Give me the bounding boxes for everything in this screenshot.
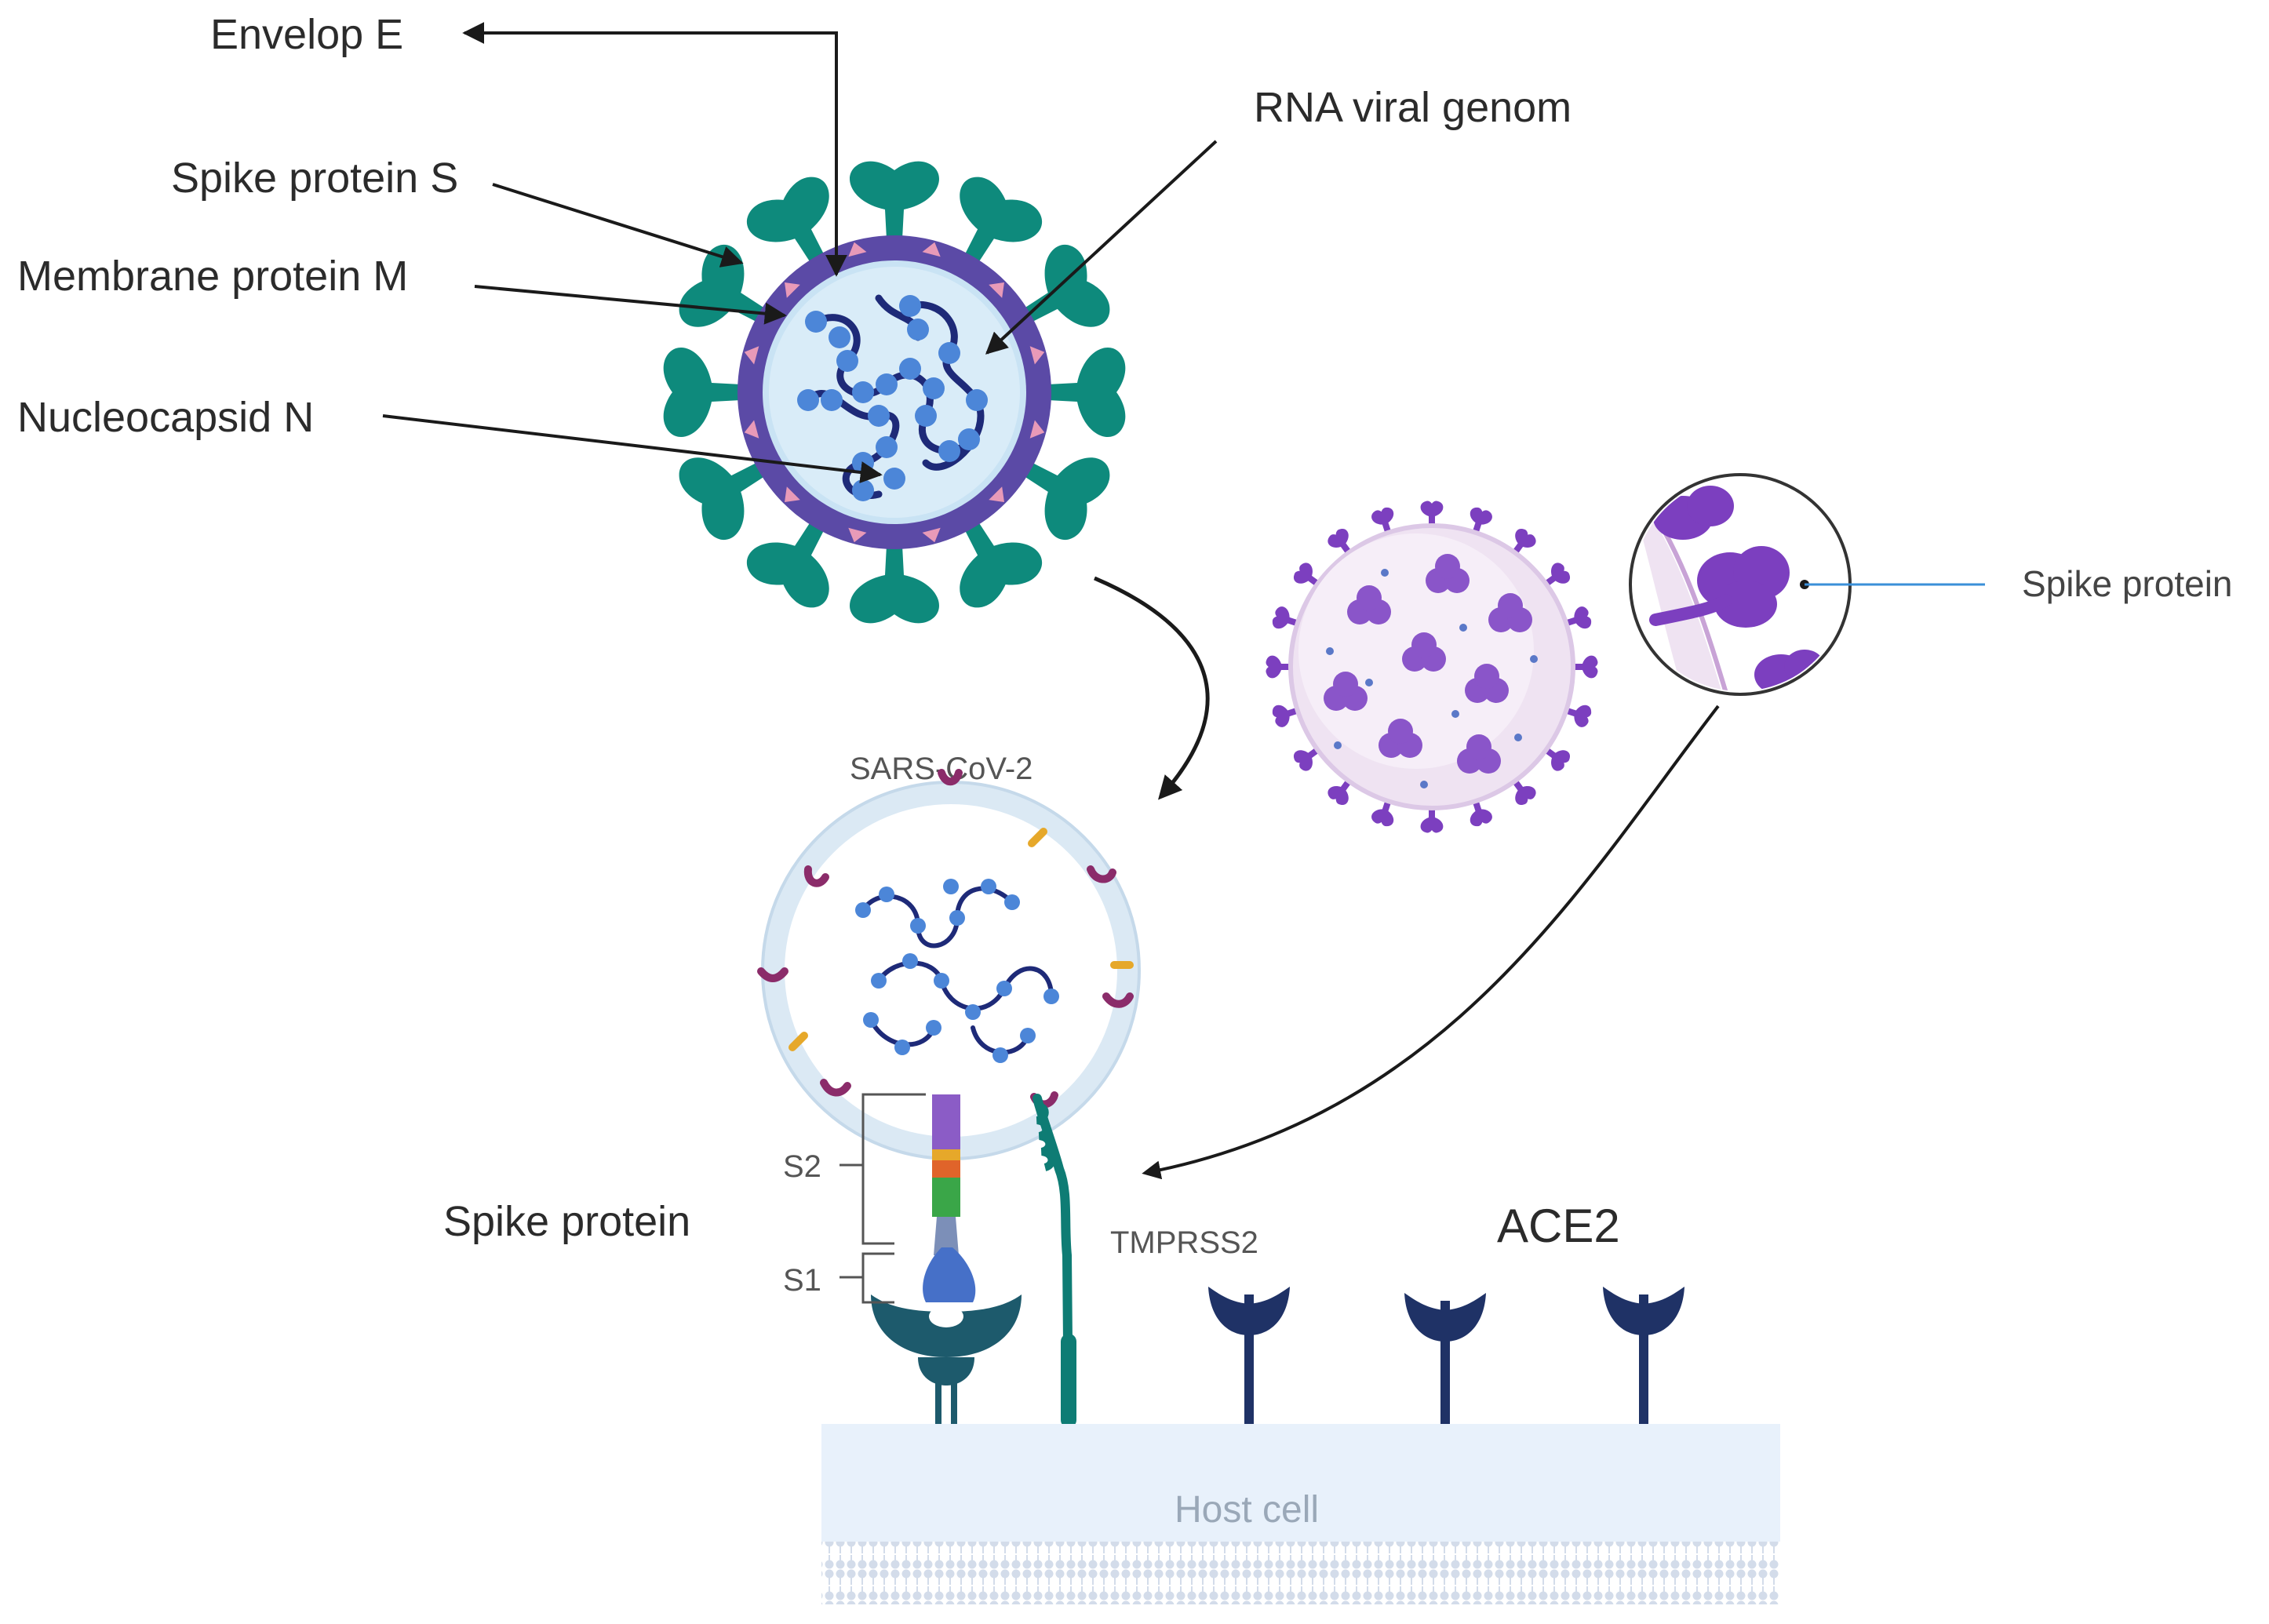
sars-nucleocapsid: [855, 879, 1059, 1063]
spike-zoom-inset: Spike protein: [1629, 473, 2233, 696]
coronavirus-virion: [663, 161, 1126, 624]
spike-protein-structure: [871, 1094, 1022, 1444]
s1-s2-brackets: [839, 1093, 926, 1304]
arrow-zoom-to-host: [1142, 705, 1720, 1180]
label-tmprss2: TMPRSS2: [1110, 1225, 1258, 1260]
label-s1: S1: [783, 1263, 821, 1298]
label-spike-protein-left: Spike protein: [443, 1198, 690, 1245]
nucleocapsid-proteins: [797, 295, 988, 501]
pointer-membrane: [474, 285, 787, 325]
label-envelope: Envelop E: [210, 11, 403, 58]
label-rna: RNA viral genom: [1254, 84, 1572, 131]
pointer-rna: [985, 140, 1218, 355]
label-spike-protein-right: Spike protein: [2022, 563, 2233, 604]
ace2-receptor: [1208, 1287, 1290, 1428]
sars-cov-2-virion: SARS-CoV-2: [757, 752, 1141, 1160]
pointer-nucleocapsid: [382, 414, 883, 483]
label-host-cell: Host cell: [1175, 1489, 1319, 1531]
host-cell: Host cell: [821, 1424, 1780, 1604]
membrane-proteins: [744, 242, 1045, 543]
label-membrane: Membrane protein M: [17, 253, 408, 300]
purple-virion-particles: [1326, 569, 1538, 788]
pointer-spike-s: [492, 183, 744, 268]
pointer-envelope: [462, 22, 847, 277]
ace2-receptors: [1208, 1287, 1684, 1434]
label-nucleocapsid: Nucleocapsid N: [17, 394, 314, 441]
top-labels: Envelop E Spike protein S Membrane prote…: [17, 11, 1572, 483]
arrow-virion-to-sars: [1094, 576, 1210, 800]
tmprss2-strand: [1033, 1094, 1076, 1451]
label-s2: S2: [783, 1149, 821, 1184]
label-spike-s: Spike protein S: [171, 155, 458, 202]
sars-spike-markers: [757, 769, 1134, 1109]
sars-envelope-markers: [789, 828, 1134, 1051]
ace2-receptor: [1603, 1287, 1684, 1428]
purple-virion-surface-spikes: [1324, 554, 1532, 774]
purple-virion: [1266, 501, 1598, 833]
ace2-receptor: [1404, 1293, 1486, 1434]
label-ace2: ACE2: [1497, 1200, 1620, 1252]
